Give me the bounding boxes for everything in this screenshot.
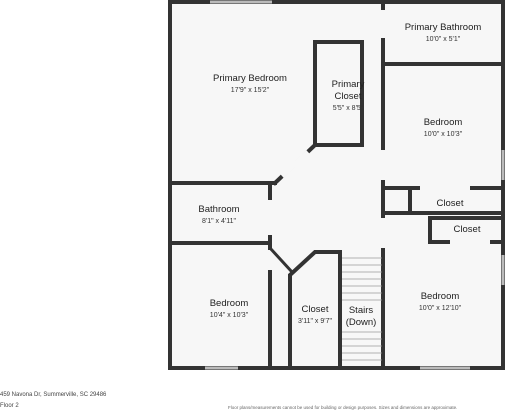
room-primary-bedroom-dims: 17'9" x 15'2": [231, 87, 270, 94]
room-stairs-name-2: (Down): [346, 317, 377, 328]
room-bedroom-lower-left-name: Bedroom: [210, 298, 249, 309]
disclaimer-text: Floor plans/measurements cannot be used …: [228, 405, 458, 410]
room-primary-bedroom-name: Primary Bedroom: [213, 73, 287, 84]
floor-area: [170, 2, 503, 368]
wall-hall-diagonal-bottom: [268, 246, 294, 274]
room-bathroom-dims: 8'1" x 4'11": [202, 218, 236, 225]
room-bedroom-right-name: Bedroom: [424, 117, 463, 128]
room-bedroom-lower-right-dims: 10'0" x 12'10": [419, 305, 462, 312]
room-primary-closet-name-1: Primary: [332, 79, 365, 90]
room-bathroom-name: Bathroom: [198, 204, 239, 215]
room-primary-closet-name-2: Closet: [335, 91, 362, 102]
room-primary-closet-dims: 5'5" x 8'5": [333, 105, 364, 112]
room-labels: Primary Bathroom 10'0" x 5'1" Primary Be…: [198, 22, 481, 328]
door-hall-diagonal: [280, 150, 310, 178]
room-bedroom-lower-left-dims: 10'4" x 10'3": [210, 312, 249, 319]
floor-label: Floor 2: [0, 403, 19, 409]
room-primary-bathroom-name: Primary Bathroom: [405, 22, 482, 33]
room-closet-small-name: Closet: [302, 304, 329, 315]
door-openings: [267, 10, 490, 270]
room-closet-small-dims: 3'11" x 9'7": [298, 318, 332, 325]
room-bedroom-right-dims: 10'0" x 10'3": [424, 131, 463, 138]
room-stairs-name-1: Stairs: [349, 305, 374, 316]
windows: [205, 0, 505, 370]
room-closet-lower-name: Closet: [454, 224, 481, 235]
room-bedroom-lower-right-name: Bedroom: [421, 291, 460, 302]
stairs-treads: [342, 257, 382, 361]
address-text: 459 Navona Dr, Summerville, SC 29486: [0, 392, 107, 398]
room-primary-bathroom-dims: 10'0" x 5'1": [426, 36, 461, 43]
room-closet-upper-name: Closet: [437, 198, 464, 209]
wall-primary-closet: [313, 40, 364, 147]
